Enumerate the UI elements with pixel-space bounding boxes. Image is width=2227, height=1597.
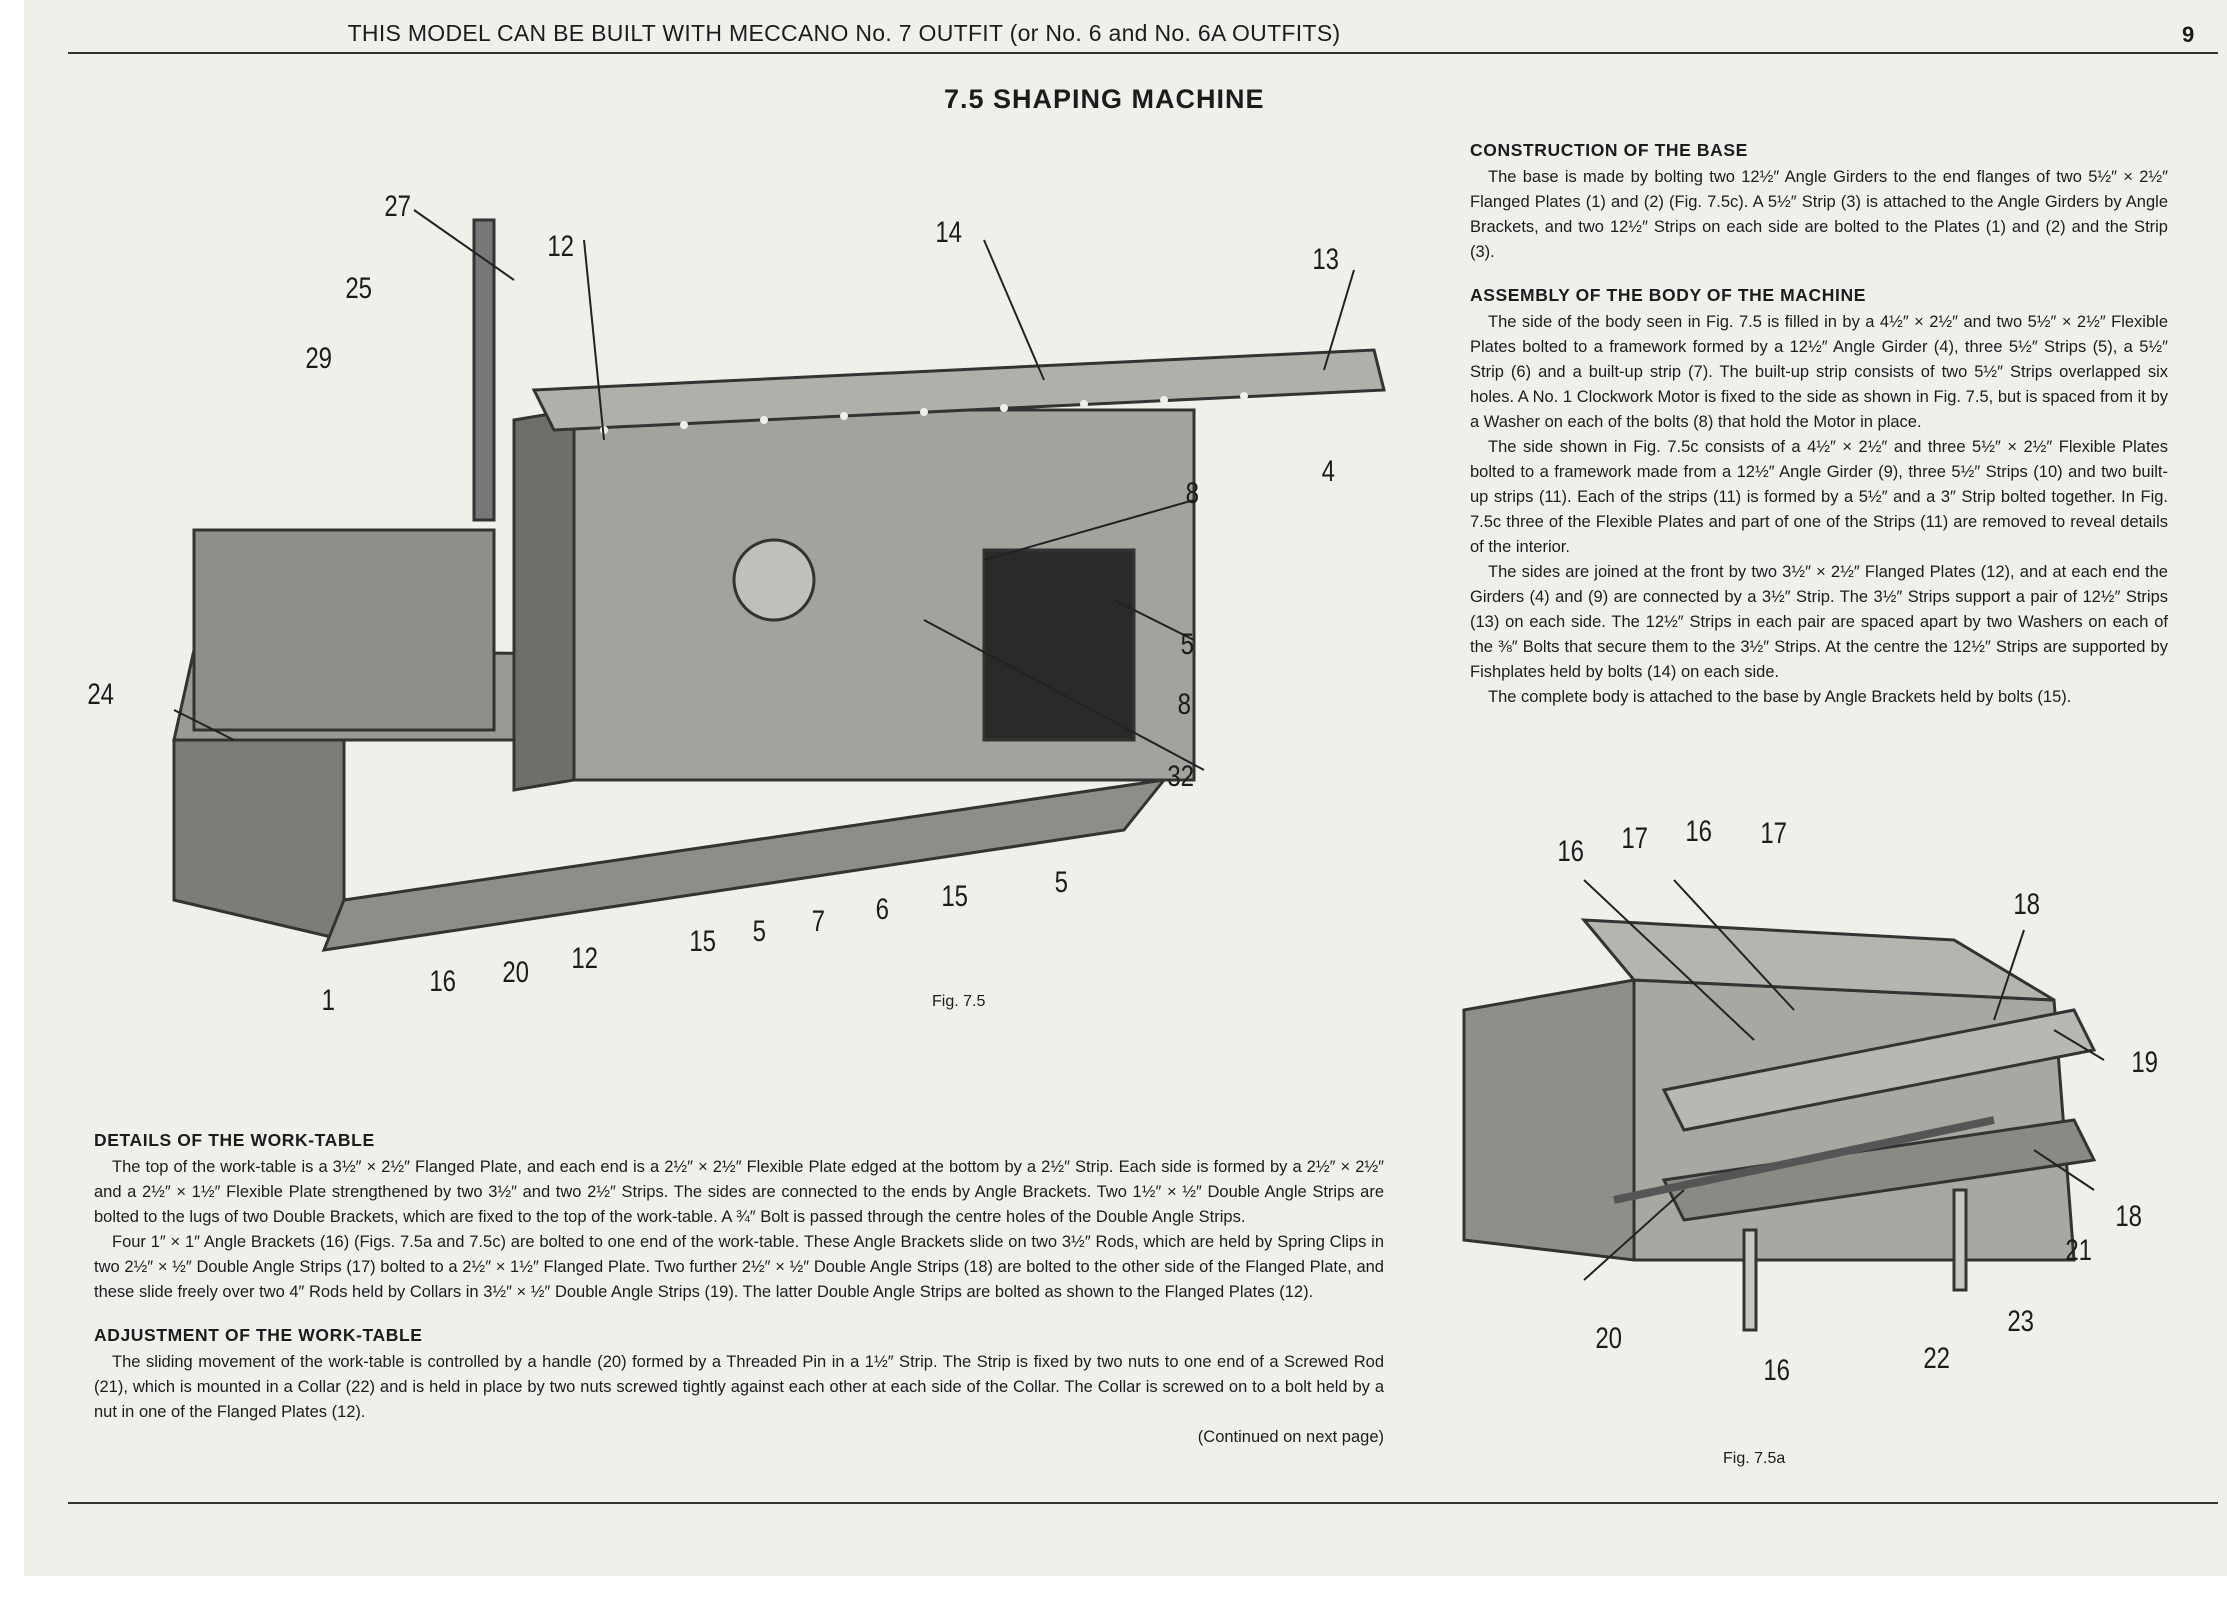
figure-7-5a-illustration [1462,879,2105,1332]
footer-rule [68,1502,2218,1504]
callout-label: 32 [1167,760,1195,793]
right-column: CONSTRUCTION OF THE BASE The base is mad… [1470,138,2168,710]
callout-label: 27 [384,190,412,223]
paragraph: The top of the work-table is a 3½″ × 2½″… [94,1158,1384,1226]
callout-label: 5 [1180,628,1195,661]
paragraph: The sides are joined at the front by two… [1470,563,2168,681]
callout-label: 17 [1760,817,1788,850]
callout-label: 19 [2131,1046,2159,1079]
heading-body: ASSEMBLY OF THE BODY OF THE MACHINE [1470,285,1866,305]
callout-label: 6 [875,893,890,926]
callout-label: 4 [1321,455,1336,488]
paragraph: The sliding movement of the work-table i… [94,1353,1384,1421]
heading-base: CONSTRUCTION OF THE BASE [1470,140,1748,160]
callout-label: 12 [547,230,575,263]
page: THIS MODEL CAN BE BUILT WITH MECCANO No.… [24,0,2227,1576]
figure-7-5-illustration [172,209,1386,952]
callout-label: 1 [321,984,336,1017]
page-number: 9 [2182,22,2195,47]
callout-label: 23 [2007,1305,2035,1338]
heading-worktable: DETAILS OF THE WORK-TABLE [94,1130,375,1150]
callout-label: 7 [811,905,826,938]
callout-label: 22 [1923,1342,1951,1375]
callout-label: 21 [2065,1234,2093,1267]
continued-note: (Continued on next page) [1197,1428,1384,1446]
callout-label: 5 [752,915,767,948]
paragraph: The base is made by bolting two 12½″ Ang… [1470,168,2168,261]
callout-label: 14 [935,216,963,249]
callout-label: 17 [1621,822,1649,855]
callout-label: 8 [1177,688,1192,721]
figure-caption: Fig. 7.5a [1723,1450,1786,1467]
callout-label: 16 [429,965,457,998]
callout-label: 8 [1185,477,1200,510]
callout-label: 12 [571,942,599,975]
callout-label: 29 [305,342,333,375]
figure-caption: Fig. 7.5 [932,993,986,1010]
callout-label: 20 [502,956,530,989]
callout-label: 25 [345,272,373,305]
callout-label: 16 [1557,835,1585,868]
page-title: 7.5 SHAPING MACHINE [944,84,1265,114]
callout-label: 15 [941,880,969,913]
callout-label: 20 [1595,1322,1623,1355]
header-rule [68,52,2218,54]
paragraph: The side shown in Fig. 7.5c consists of … [1470,438,2168,556]
paragraph: The side of the body seen in Fig. 7.5 is… [1470,313,2168,431]
callout-label: 16 [1763,1354,1791,1387]
callout-label: 15 [689,925,717,958]
callout-label: 18 [2013,888,2041,921]
paragraph: Four 1″ × 1″ Angle Brackets (16) (Figs. … [94,1233,1384,1301]
callout-label: 18 [2115,1200,2143,1233]
running-header: THIS MODEL CAN BE BUILT WITH MECCANO No.… [347,20,1341,46]
callout-label: 5 [1054,866,1069,899]
callout-label: 13 [1312,243,1340,276]
bottom-column: DETAILS OF THE WORK-TABLE The top of the… [94,1128,1384,1450]
callout-label: 24 [87,678,115,711]
paragraph: The complete body is attached to the bas… [1488,688,2072,706]
heading-adjustment: ADJUSTMENT OF THE WORK-TABLE [94,1325,423,1345]
callout-label: 16 [1685,815,1713,848]
